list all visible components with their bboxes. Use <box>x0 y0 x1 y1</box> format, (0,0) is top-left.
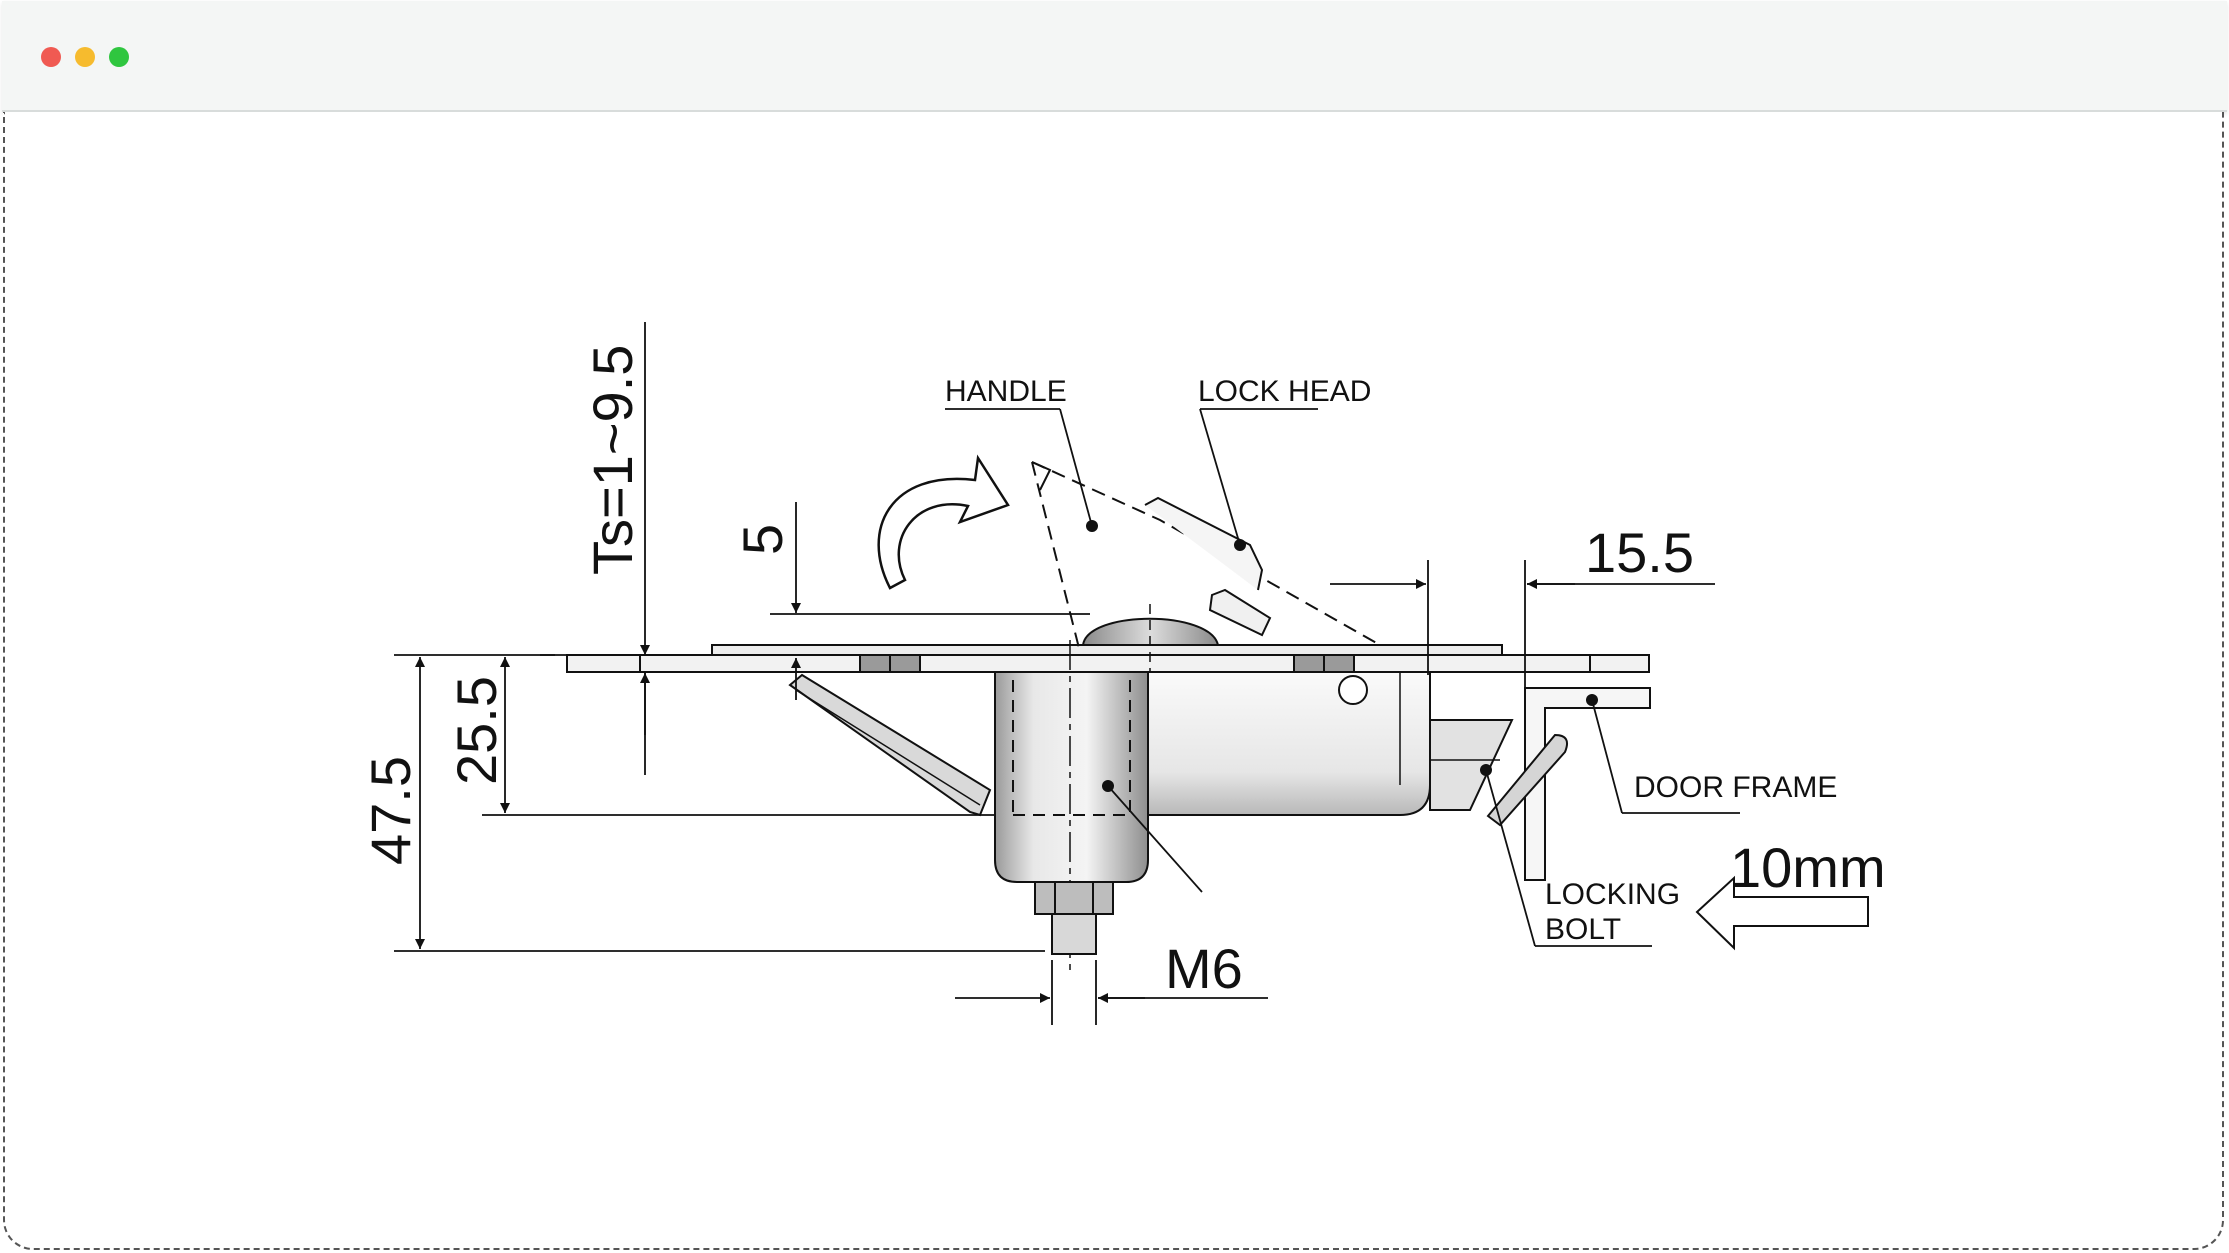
lock-dome <box>1081 617 1220 646</box>
maximize-button[interactable] <box>109 47 129 67</box>
dim-thickness: Ts=1~9.5 <box>581 345 644 575</box>
dim-fifteen-five: 15.5 <box>1585 521 1694 584</box>
dim-fortyseven-five: 47.5 <box>359 756 422 865</box>
lock-housing <box>1139 671 1431 816</box>
rotation-arrow-icon <box>877 454 1010 590</box>
dim-twentyfive-five: 25.5 <box>445 676 508 785</box>
door-frame <box>1524 687 1651 881</box>
dim-five: 5 <box>731 524 794 555</box>
travel-arrow-icon <box>1695 875 1869 951</box>
close-button[interactable] <box>41 47 61 67</box>
title-bar <box>2 1 2227 112</box>
nut <box>1034 881 1114 915</box>
dim-thread: M6 <box>1165 937 1243 1000</box>
lock-cylinder <box>994 671 1149 883</box>
label-lock-head: LOCK HEAD <box>1198 375 1371 408</box>
dim-travel: 10mm <box>1730 836 1886 899</box>
flange <box>711 644 1503 656</box>
mounting-plate <box>566 654 1650 673</box>
label-handle: HANDLE <box>945 375 1067 408</box>
label-locking: LOCKING <box>1545 878 1680 911</box>
handle-arm <box>788 673 992 817</box>
handle-open-outline <box>1031 461 1081 653</box>
locking-bolt <box>1429 719 1514 811</box>
label-bolt: BOLT <box>1545 913 1621 946</box>
label-door-frame: DOOR FRAME <box>1634 771 1837 804</box>
minimize-button[interactable] <box>75 47 95 67</box>
stud <box>1051 913 1097 955</box>
